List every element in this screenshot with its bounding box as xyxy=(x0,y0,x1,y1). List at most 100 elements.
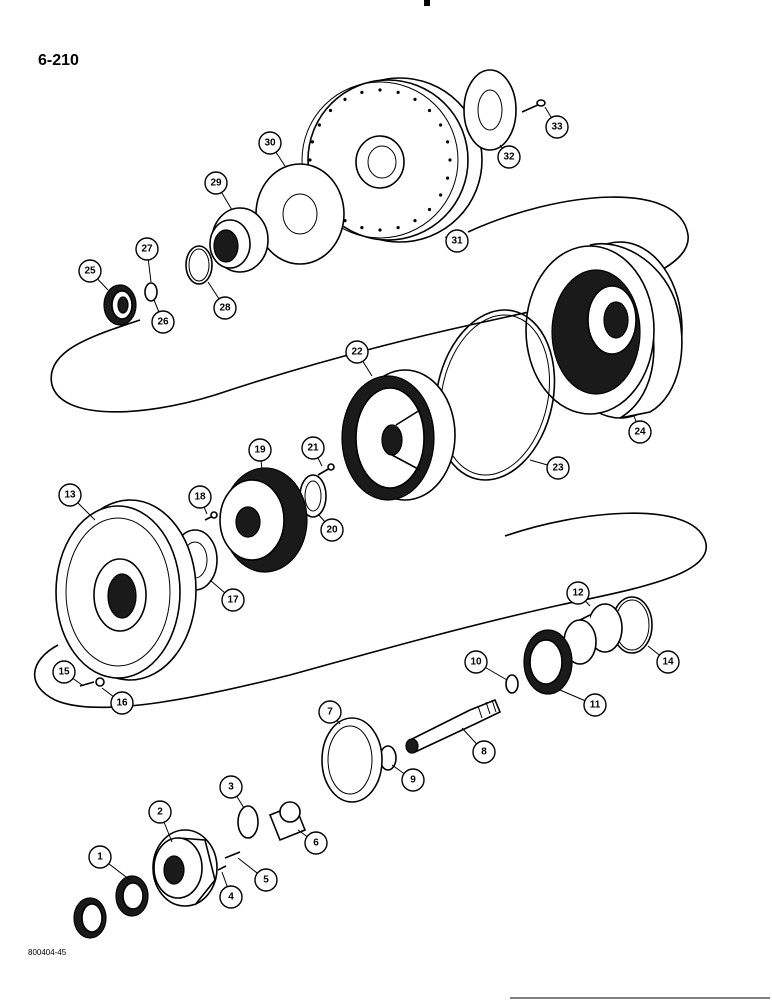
callout-19: 19 xyxy=(248,438,272,462)
svg-text:18: 18 xyxy=(194,492,206,503)
svg-text:6: 6 xyxy=(313,838,319,849)
callout-6: 6 xyxy=(304,831,328,855)
callout-14: 14 xyxy=(656,650,680,674)
callout-13: 13 xyxy=(58,483,82,507)
bolt-part-15 xyxy=(79,681,95,687)
svg-text:30: 30 xyxy=(264,138,276,149)
gasket-part-23 xyxy=(434,309,556,481)
callout-11: 11 xyxy=(583,693,607,717)
svg-text:14: 14 xyxy=(662,657,674,668)
svg-text:24: 24 xyxy=(634,427,646,438)
callout-23: 23 xyxy=(546,456,570,480)
callout-10: 10 xyxy=(464,650,488,674)
hub-part-2 xyxy=(152,829,218,907)
callout-25: 25 xyxy=(78,259,102,283)
callout-group: 1234567891011121314151617181920212223242… xyxy=(52,115,680,909)
bolt-part-18 xyxy=(204,511,218,521)
svg-text:9: 9 xyxy=(410,775,416,786)
svg-text:33: 33 xyxy=(551,122,563,133)
carrier-part-19 xyxy=(219,467,308,573)
svg-text:10: 10 xyxy=(470,657,482,668)
svg-text:21: 21 xyxy=(307,443,319,454)
snap-ring-part-3 xyxy=(237,805,259,839)
callout-5: 5 xyxy=(254,868,278,892)
svg-text:31: 31 xyxy=(451,236,463,247)
pin-part-4 xyxy=(217,865,227,871)
callout-1: 1 xyxy=(88,845,112,869)
callout-28: 28 xyxy=(213,296,237,320)
callout-27: 27 xyxy=(135,237,159,261)
svg-text:7: 7 xyxy=(327,707,333,718)
callout-2: 2 xyxy=(148,800,172,824)
crop-mark xyxy=(424,0,430,6)
shaft-part-8 xyxy=(405,698,502,754)
svg-text:28: 28 xyxy=(219,303,231,314)
svg-text:1: 1 xyxy=(97,852,103,863)
callout-3: 3 xyxy=(219,775,243,799)
snap-ring-part-10 xyxy=(505,674,519,694)
svg-text:13: 13 xyxy=(64,490,76,501)
flange-hub-part-29 xyxy=(209,207,269,273)
callout-30: 30 xyxy=(258,131,282,155)
svg-text:15: 15 xyxy=(58,667,70,678)
callout-7: 7 xyxy=(318,700,342,724)
pin-part-5 xyxy=(224,851,241,859)
svg-text:23: 23 xyxy=(552,463,564,474)
svg-text:4: 4 xyxy=(228,892,234,903)
sleeve-part-12 xyxy=(563,603,623,665)
plate-part-30 xyxy=(255,163,345,265)
callout-26: 26 xyxy=(151,310,175,334)
bearing-part-1 xyxy=(115,875,149,917)
group-boundary-upper xyxy=(50,196,689,413)
wheel-hub-part-13 xyxy=(55,499,197,681)
bearing-part-25 xyxy=(103,284,137,326)
callout-33: 33 xyxy=(545,115,569,139)
callout-17: 17 xyxy=(221,588,245,612)
callout-29: 29 xyxy=(204,171,228,195)
callout-4: 4 xyxy=(219,885,243,909)
callout-22: 22 xyxy=(345,340,369,364)
svg-text:26: 26 xyxy=(157,317,169,328)
housing-part-24 xyxy=(525,241,683,419)
callout-24: 24 xyxy=(628,420,652,444)
svg-text:32: 32 xyxy=(503,152,515,163)
svg-text:25: 25 xyxy=(84,266,96,277)
sleeve-part-6 xyxy=(268,801,307,842)
callout-9: 9 xyxy=(401,768,425,792)
svg-text:3: 3 xyxy=(228,782,234,793)
svg-text:16: 16 xyxy=(116,698,128,709)
plate-part-32 xyxy=(463,69,517,151)
callout-16: 16 xyxy=(110,691,134,715)
snap-ring-part-27 xyxy=(144,282,158,302)
washer-part-16 xyxy=(95,677,105,687)
callout-18: 18 xyxy=(188,485,212,509)
callout-8: 8 xyxy=(472,740,496,764)
svg-text:29: 29 xyxy=(210,178,222,189)
callout-32: 32 xyxy=(497,145,521,169)
svg-text:2: 2 xyxy=(157,807,163,818)
bolt-part-21 xyxy=(317,463,335,476)
svg-text:17: 17 xyxy=(227,595,239,606)
callout-15: 15 xyxy=(52,660,76,684)
callout-20: 20 xyxy=(320,518,344,542)
drum-part-22 xyxy=(341,369,456,501)
svg-text:8: 8 xyxy=(481,747,487,758)
svg-text:11: 11 xyxy=(590,700,601,711)
svg-text:27: 27 xyxy=(141,244,153,255)
svg-text:19: 19 xyxy=(254,445,266,456)
callout-12: 12 xyxy=(566,581,590,605)
gear-part-11 xyxy=(523,629,573,695)
group-boundary-lower xyxy=(33,512,708,709)
callout-31: 31 xyxy=(445,229,469,253)
bearing-cage xyxy=(73,897,107,939)
bolt-part-33 xyxy=(521,99,546,113)
seal-part-7 xyxy=(321,717,383,803)
drawing-code: 800404-45 xyxy=(28,948,67,957)
svg-text:5: 5 xyxy=(263,875,269,886)
page-number: 6-210 xyxy=(38,52,79,69)
svg-text:20: 20 xyxy=(326,525,338,536)
callout-21: 21 xyxy=(301,436,325,460)
drum-disc-part-31 xyxy=(301,77,483,243)
